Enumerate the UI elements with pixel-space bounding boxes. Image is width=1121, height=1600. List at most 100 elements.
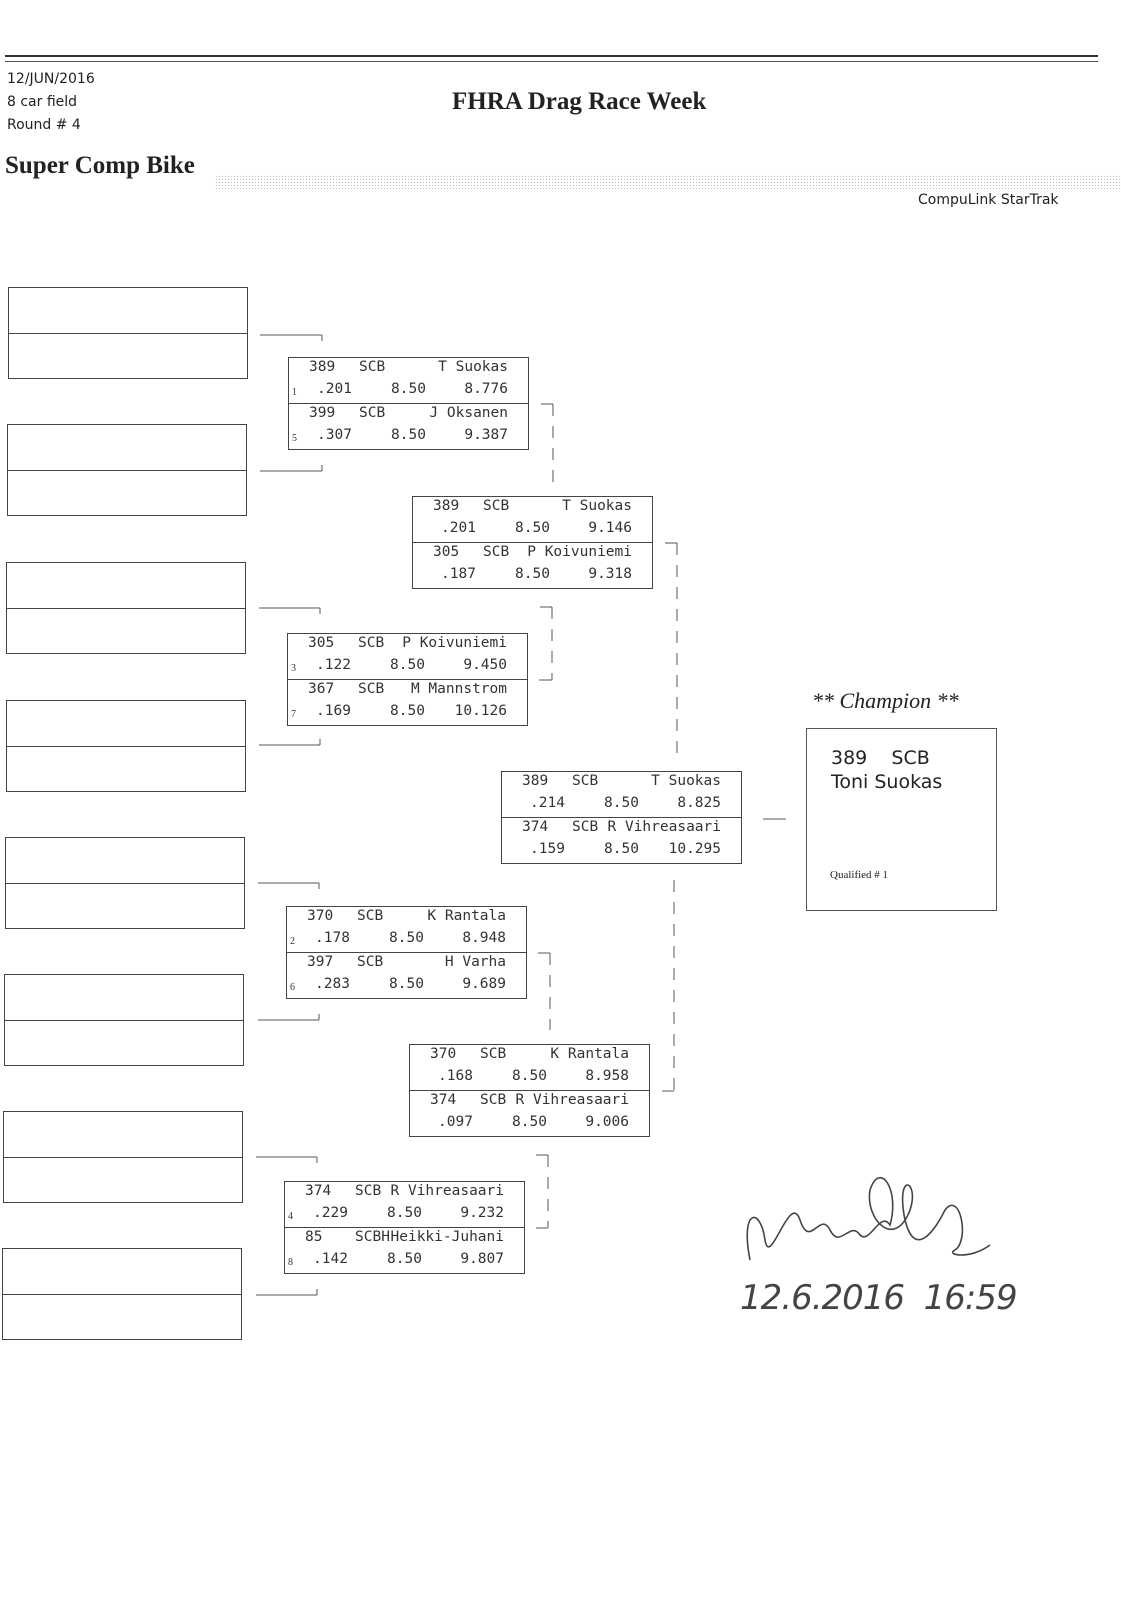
racer-name: H Varha: [444, 954, 506, 970]
car-class: SCB: [480, 1092, 507, 1108]
car-class: SCB: [483, 498, 510, 514]
reaction-time: .097: [438, 1114, 473, 1130]
empty-entry-slot: [5, 700, 246, 792]
racer-name: T Suokas: [438, 359, 508, 375]
dial-in: 8.50: [604, 795, 639, 811]
champion-qualified: Qualified # 1: [830, 869, 889, 881]
racer-name: Heikki-Juhani: [390, 1229, 505, 1245]
car-number: 305: [433, 544, 460, 560]
seed-number: 2: [290, 936, 295, 947]
car-number: 374: [305, 1183, 332, 1199]
car-number: 370: [430, 1046, 457, 1062]
car-number: 389: [522, 773, 549, 789]
seed-number: 5: [292, 433, 297, 444]
dial-in: 8.50: [515, 520, 550, 536]
reaction-time: .122: [316, 657, 351, 673]
reaction-time: .229: [313, 1205, 348, 1221]
racer-name: T Suokas: [651, 773, 721, 789]
class-title: Super Comp Bike: [5, 152, 195, 179]
elapsed-time: 9.387: [464, 427, 508, 443]
dial-in: 8.50: [515, 566, 550, 582]
seed-number: 8: [288, 1257, 293, 1268]
car-class: SCB: [572, 819, 599, 835]
software-credit: CompuLink StarTrak: [918, 192, 1059, 208]
dotted-leader: [215, 175, 1121, 189]
empty-entry-slot: [4, 837, 245, 929]
empty-entry-slot: [7, 424, 248, 516]
dial-in: 8.50: [391, 427, 426, 443]
seed-number: 7: [291, 709, 296, 720]
reaction-time: .201: [317, 381, 352, 397]
car-class: SCB: [355, 1183, 382, 1199]
car-class: SCB: [357, 954, 384, 970]
event-title: FHRA Drag Race Week: [452, 88, 707, 115]
car-class: SCB: [358, 635, 385, 651]
reaction-time: .187: [441, 566, 476, 582]
seed-number: 1: [292, 387, 297, 398]
racer-name: R Vihreasaari: [390, 1183, 505, 1199]
empty-entry-slot: [3, 1111, 244, 1203]
elapsed-time: 9.318: [588, 566, 632, 582]
elapsed-time: 9.006: [585, 1114, 629, 1130]
reaction-time: .142: [313, 1251, 348, 1267]
dial-in: 8.50: [390, 657, 425, 673]
car-number: 374: [430, 1092, 457, 1108]
seed-number: 3: [291, 663, 296, 674]
racer-name: R Vihreasaari: [607, 819, 722, 835]
top-rule: [5, 55, 1098, 57]
dial-in: 8.50: [512, 1068, 547, 1084]
racer-name: K Rantala: [550, 1046, 629, 1062]
car-class: SCB: [572, 773, 599, 789]
car-class: SCB: [357, 908, 384, 924]
dial-in: 8.50: [389, 930, 424, 946]
car-number: 367: [308, 681, 335, 697]
reaction-time: .159: [530, 841, 565, 857]
car-class: SCB: [480, 1046, 507, 1062]
car-number: 389: [433, 498, 460, 514]
car-number: 370: [307, 908, 334, 924]
elapsed-time: 8.776: [464, 381, 508, 397]
reaction-time: .178: [315, 930, 350, 946]
champion-name: Toni Suokas: [831, 771, 943, 793]
header-info: 12/JUN/2016 8 car field Round # 4: [7, 68, 95, 137]
champion-number-class: 389 SCB: [831, 747, 930, 769]
dial-in: 8.50: [387, 1205, 422, 1221]
reaction-time: .283: [315, 976, 350, 992]
reaction-time: .201: [441, 520, 476, 536]
dial-in: 8.50: [391, 381, 426, 397]
elapsed-time: 9.450: [463, 657, 507, 673]
reaction-time: .214: [530, 795, 565, 811]
car-number: 397: [307, 954, 334, 970]
empty-entry-slot: [4, 974, 244, 1066]
racer-name: R Vihreasaari: [515, 1092, 630, 1108]
racer-name: K Rantala: [427, 908, 506, 924]
racer-name: J Oksanen: [429, 405, 508, 421]
empty-entry-slot: [8, 287, 248, 379]
racer-name: P Koivuniemi: [527, 544, 632, 560]
car-number: 399: [309, 405, 336, 421]
dial-in: 8.50: [387, 1251, 422, 1267]
car-class: SCB: [359, 359, 386, 375]
field-size: 8 car field: [7, 94, 78, 110]
elapsed-time: 10.126: [454, 703, 507, 719]
round-number: Round # 4: [7, 117, 81, 133]
car-number: 389: [309, 359, 336, 375]
